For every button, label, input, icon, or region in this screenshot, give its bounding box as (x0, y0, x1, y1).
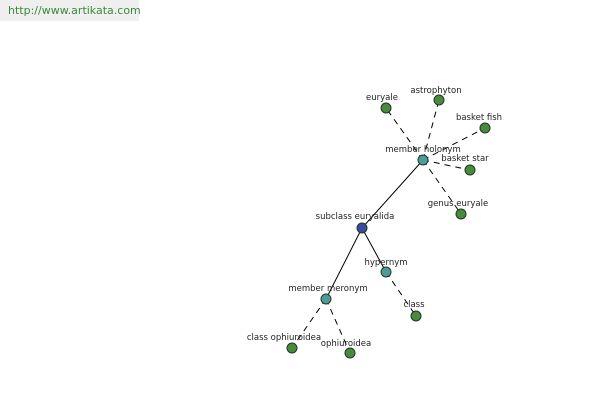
node-basket-star[interactable] (464, 164, 476, 176)
node-class[interactable] (410, 310, 422, 322)
node-label-subclass-euryalida[interactable]: subclass euryalida (316, 212, 395, 222)
node-label-ophiuroidea[interactable]: ophiuroidea (321, 339, 371, 349)
node-label-class[interactable]: class (403, 300, 425, 310)
node-label-basket-fish[interactable]: basket fish (456, 113, 502, 123)
node-label-member-meronym[interactable]: member meronym (288, 284, 367, 294)
edge-member-meronym-to-ophiuroidea (325, 298, 351, 354)
node-member-meronym[interactable] (320, 293, 332, 305)
edge-member-holonym-to-basket-fish (422, 127, 486, 161)
node-astrophyton[interactable] (433, 94, 445, 106)
edge-subclass-euryalida-to-member-holonym (361, 159, 424, 229)
node-label-astrophyton[interactable]: astrophyton (410, 86, 461, 96)
edge-hypernym-to-class (385, 271, 417, 317)
edge-subclass-euryalida-to-member-meronym (325, 227, 363, 300)
node-label-member-holonym[interactable]: member holonym (385, 145, 460, 155)
node-hypernym[interactable] (380, 266, 392, 278)
node-class-ophiuroidea[interactable] (286, 342, 298, 354)
url-link[interactable]: http://www.artikata.com (8, 4, 141, 17)
labels-layer: subclass euryalida member holonym hypernym… (247, 86, 502, 349)
edges-layer (291, 99, 486, 354)
node-member-holonym[interactable] (417, 154, 429, 166)
node-label-basket-star[interactable]: basket star (441, 154, 489, 164)
nodes-layer (286, 94, 491, 359)
node-label-genus-euryale[interactable]: genus euryale (428, 199, 488, 209)
node-euryale[interactable] (380, 102, 392, 114)
node-basket-fish[interactable] (479, 122, 491, 134)
node-genus-euryale[interactable] (455, 208, 467, 220)
edge-subclass-euryalida-to-hypernym (361, 227, 387, 273)
node-label-hypernym[interactable]: hypernym (364, 258, 407, 268)
url-banner[interactable]: http://www.artikata.com (0, 0, 141, 21)
node-label-euryale[interactable]: euryale (366, 93, 398, 103)
edge-member-meronym-to-class-ophiuroidea (291, 298, 327, 349)
node-ophiuroidea[interactable] (344, 347, 356, 359)
node-label-class-ophiuroidea[interactable]: class ophiuroidea (247, 333, 321, 343)
edge-member-holonym-to-basket-star (422, 159, 471, 171)
node-subclass-euryalida[interactable] (356, 222, 368, 234)
edge-member-holonym-to-genus-euryale (422, 159, 462, 215)
